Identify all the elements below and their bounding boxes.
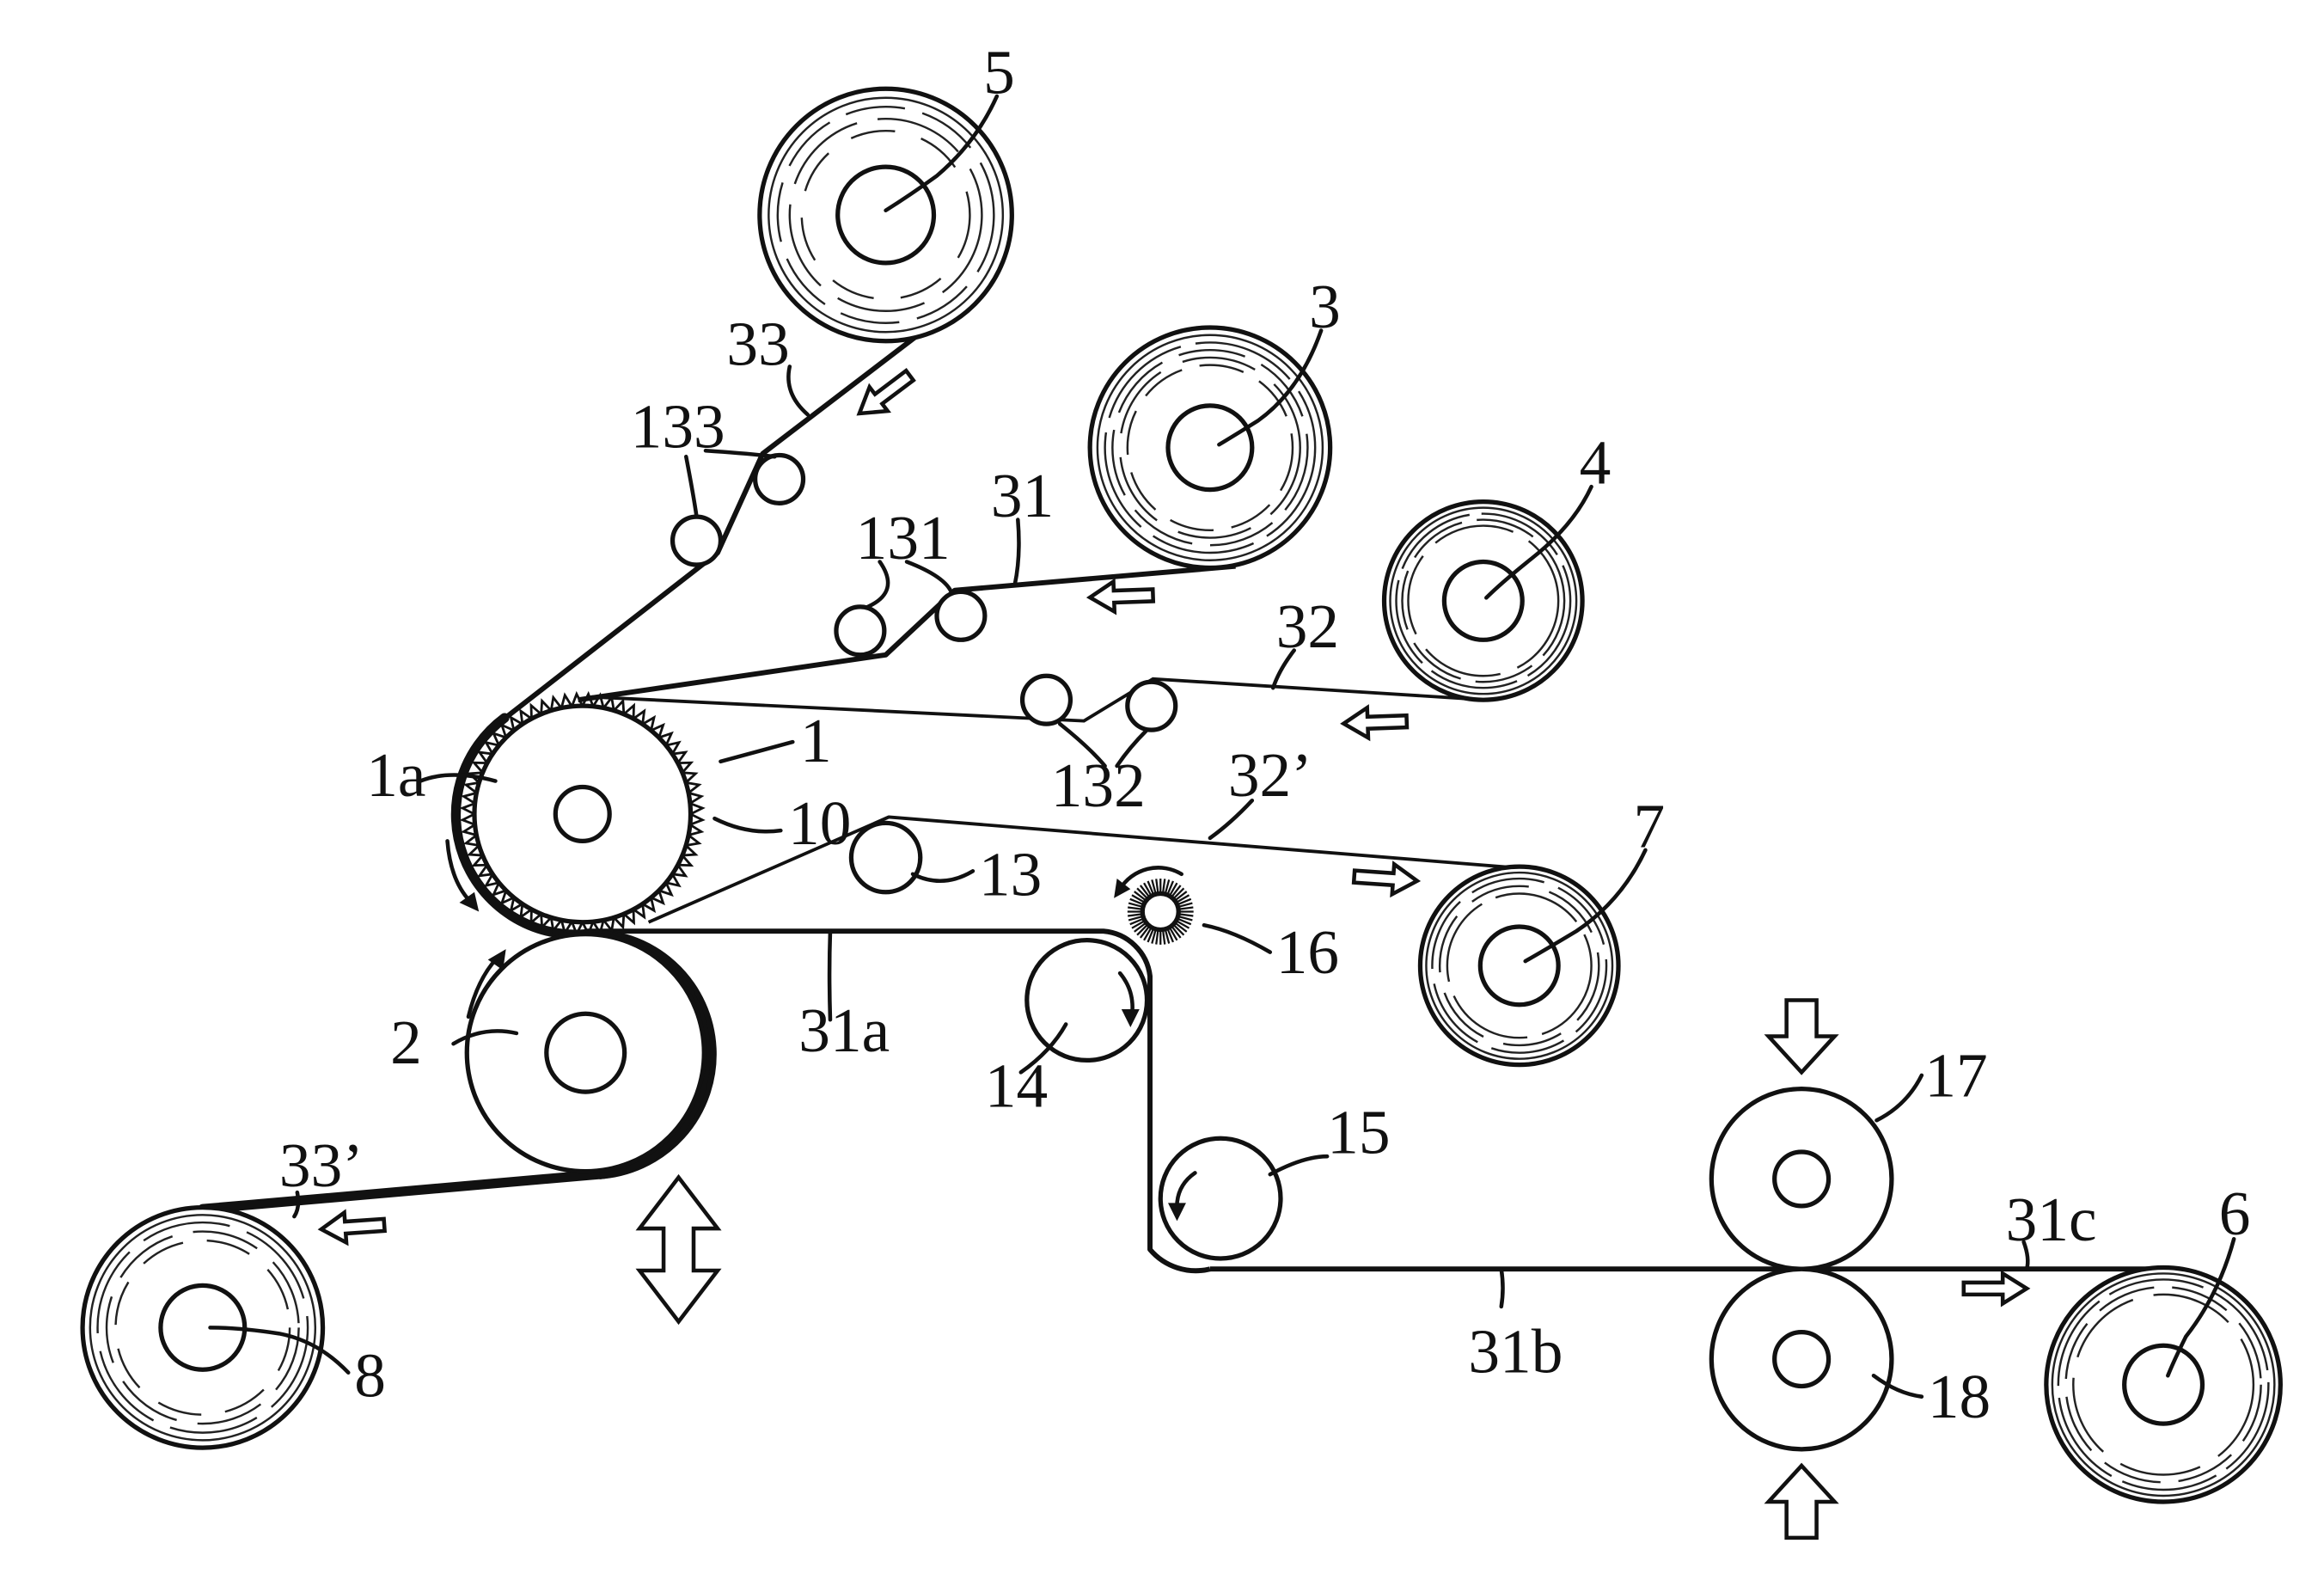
label-133: 133: [631, 392, 725, 462]
takeup-roll-7: [1420, 867, 1618, 1065]
guide-roll-13: [851, 823, 920, 891]
label-13: 13: [979, 839, 1042, 909]
label-2: 2: [390, 1007, 422, 1077]
brush-bristle: [1178, 907, 1193, 909]
label-14: 14: [985, 1051, 1048, 1121]
supply-roll-4: [1385, 502, 1583, 701]
label-31: 31: [991, 461, 1054, 530]
brush-bristle: [1156, 879, 1158, 893]
label-33-prime: 33’: [279, 1130, 364, 1200]
label-1: 1: [800, 706, 832, 775]
label-33: 33: [726, 309, 789, 379]
label-4: 4: [1580, 428, 1612, 498]
label-31a: 31a: [798, 995, 890, 1065]
brush-bristle: [1178, 914, 1193, 916]
anvil-roll-1: [462, 694, 702, 934]
label-15: 15: [1327, 1098, 1390, 1167]
guide-roll-14: [1027, 940, 1147, 1061]
label-7: 7: [1633, 791, 1665, 860]
takeup-roll-8: [83, 1208, 322, 1448]
brush-bristle: [1128, 907, 1142, 909]
supply-roll-5: [760, 89, 1012, 340]
label-31c: 31c: [2006, 1185, 2097, 1254]
label-31b: 31b: [1468, 1317, 1563, 1387]
label-131: 131: [856, 503, 951, 573]
label-17: 17: [1924, 1040, 1987, 1110]
direction-arrow-31: [1090, 580, 1154, 612]
label-18: 18: [1928, 1362, 1991, 1431]
label-1a: 1a: [366, 740, 425, 810]
brush-roll-16: [1128, 879, 1194, 945]
guide-rolls-132: [1023, 676, 1176, 730]
label-132: 132: [1051, 750, 1146, 820]
web-32-prime: [649, 817, 1520, 922]
takeup-roll-6: [2046, 1267, 2280, 1501]
brush-bristle: [1163, 929, 1165, 944]
direction-arrow-33: [850, 364, 919, 426]
direction-arrow-32: [1343, 707, 1408, 738]
brush-bristle: [1163, 879, 1165, 893]
direction-arrow-31c: [1964, 1273, 2027, 1303]
direction-arrow-32-prime: [1353, 861, 1418, 896]
brush-bristle: [1128, 914, 1142, 916]
label-3: 3: [1309, 272, 1341, 341]
guide-rolls-131: [836, 591, 985, 654]
press-adjust-arrow: [639, 1178, 718, 1322]
label-32-prime: 32’: [1228, 740, 1312, 810]
label-6: 6: [2219, 1179, 2251, 1248]
label-8: 8: [354, 1341, 386, 1411]
label-5: 5: [983, 37, 1015, 107]
nip-roll-18: [1711, 1269, 1892, 1449]
press-up-arrow: [1769, 1466, 1835, 1538]
label-10: 10: [788, 788, 851, 858]
supply-roll-3: [1090, 328, 1330, 567]
brush-bristle: [1156, 929, 1158, 944]
press-down-arrow: [1769, 1001, 1835, 1073]
label-16: 16: [1276, 917, 1339, 987]
direction-arrow-33-prime: [321, 1210, 386, 1244]
nip-roll-17: [1711, 1089, 1892, 1270]
label-32: 32: [1276, 591, 1339, 661]
